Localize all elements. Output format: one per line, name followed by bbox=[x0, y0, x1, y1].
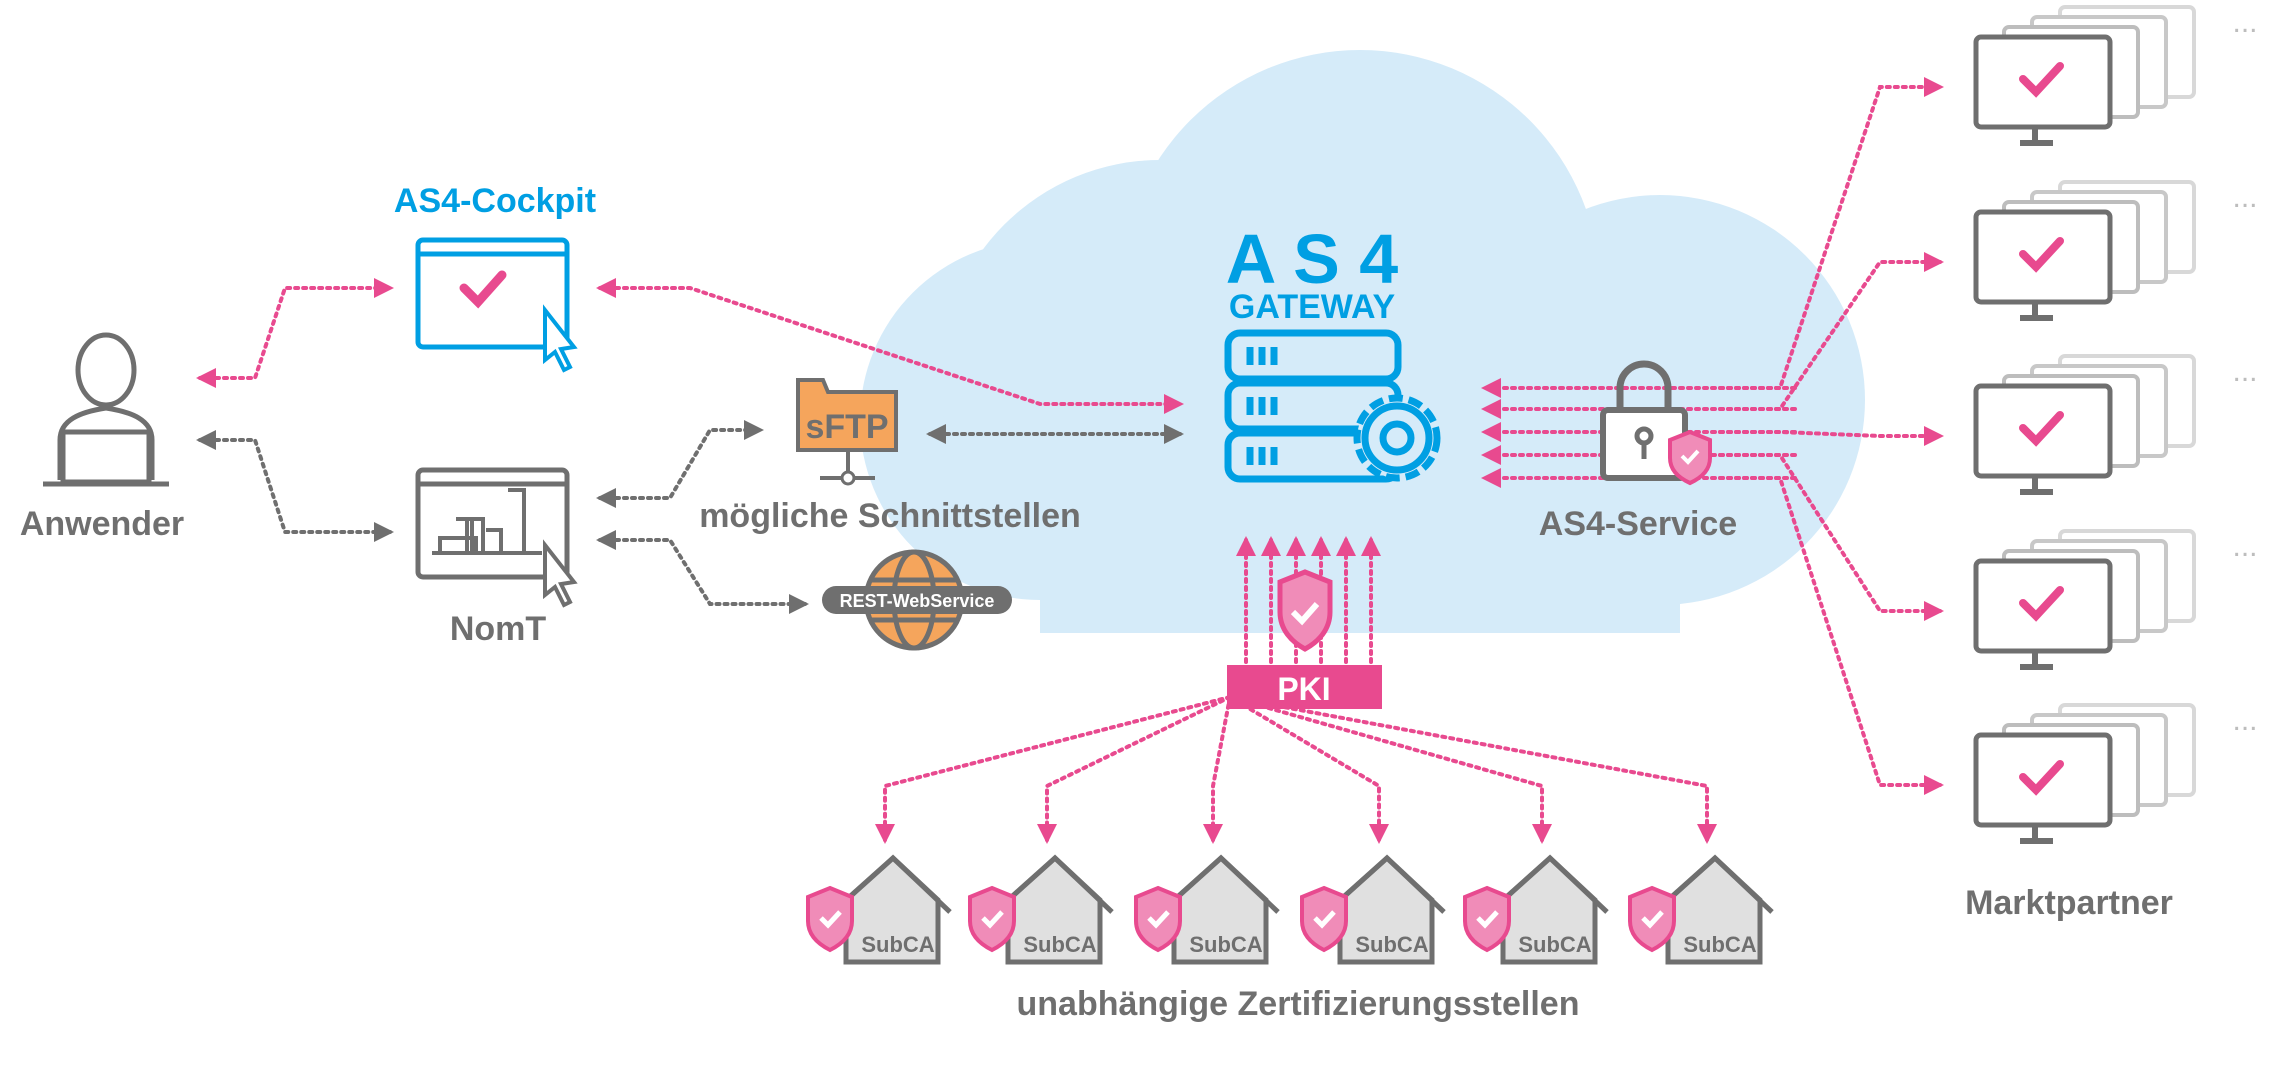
monitor-icon bbox=[1973, 383, 2113, 495]
connector-arrows bbox=[196, 77, 1944, 844]
check-icon bbox=[2019, 760, 2064, 796]
partners-label: Marktpartner bbox=[1965, 884, 2173, 922]
gateway-title: A S 4 bbox=[1226, 220, 1399, 298]
as4-gateway[interactable]: A S 4 GATEWAY bbox=[1224, 220, 1441, 483]
nomt[interactable]: NomT bbox=[415, 467, 578, 648]
arrow-pki-subca bbox=[1228, 695, 1717, 844]
cockpit-label: AS4-Cockpit bbox=[394, 182, 596, 220]
browser-chart-icon bbox=[415, 467, 578, 608]
subca-item[interactable]: SubCA bbox=[1134, 854, 1280, 965]
partner-monitor-stack[interactable]: ... bbox=[1973, 703, 2258, 844]
monitor-icon bbox=[1973, 209, 2113, 321]
sftp-label: sFTP bbox=[805, 408, 888, 446]
partner-monitor-stack[interactable]: ... bbox=[1973, 354, 2258, 495]
more-indicator: ... bbox=[2232, 530, 2257, 563]
service-label: AS4-Service bbox=[1539, 505, 1737, 543]
partner-monitor-stack[interactable]: ... bbox=[1973, 5, 2258, 146]
lock-shield-icon bbox=[1600, 360, 1712, 486]
browser-check-icon bbox=[415, 237, 578, 373]
house-icon bbox=[993, 854, 1114, 965]
pki-box bbox=[1227, 665, 1382, 709]
user-label: Anwender bbox=[20, 505, 184, 543]
subca-label: SubCA bbox=[861, 932, 934, 957]
subca-label: SubCA bbox=[1023, 932, 1096, 957]
rest-label: REST-WebService bbox=[840, 591, 995, 611]
sftp-interface[interactable]: sFTP bbox=[796, 378, 898, 486]
subca-label: SubCA bbox=[1355, 932, 1428, 957]
subca-label: SubCA bbox=[1518, 932, 1591, 957]
cloud bbox=[860, 50, 1865, 633]
subca-label: SubCA bbox=[1683, 932, 1756, 957]
partner-monitor-stack[interactable]: ... bbox=[1973, 529, 2258, 670]
gateway-subtitle: GATEWAY bbox=[1229, 288, 1396, 326]
arrow-pki-subca bbox=[875, 695, 1232, 844]
house-icon bbox=[1653, 854, 1774, 965]
arrow-nomt-sftp bbox=[596, 420, 764, 508]
check-icon bbox=[2019, 62, 2064, 98]
arrow-pki-subca bbox=[1228, 695, 1552, 844]
partner-list: ............... bbox=[1973, 5, 2258, 844]
subca-label: SubCA bbox=[1189, 932, 1262, 957]
arrow-nomt-rest bbox=[596, 530, 809, 614]
pki[interactable]: PKI bbox=[1227, 569, 1382, 709]
globe-icon bbox=[822, 549, 1012, 651]
subca-item[interactable]: SubCA bbox=[1628, 854, 1774, 965]
arrow-user-cockpit bbox=[196, 278, 394, 388]
shield-check-icon bbox=[806, 885, 854, 953]
shield-check-icon bbox=[968, 885, 1016, 953]
rest-webservice[interactable]: REST-WebService bbox=[822, 549, 1012, 651]
more-indicator: ... bbox=[2232, 6, 2257, 39]
shield-check-icon bbox=[1628, 885, 1676, 953]
partner-monitor-stack[interactable]: ... bbox=[1973, 180, 2258, 321]
check-icon bbox=[2019, 586, 2064, 622]
shield-check-icon bbox=[1300, 885, 1348, 953]
more-indicator: ... bbox=[2232, 704, 2257, 737]
as4-cockpit[interactable]: AS4-Cockpit bbox=[394, 182, 596, 373]
monitor-icon bbox=[1973, 558, 2113, 670]
nomt-label: NomT bbox=[450, 610, 547, 648]
server-gear-icon bbox=[1224, 329, 1441, 483]
arrow-pki-subca bbox=[1228, 695, 1389, 844]
subca-list: SubCA SubCA SubCA SubCA SubCA SubCA bbox=[806, 854, 1774, 965]
subca-label: unabhängige Zertifizierungsstellen bbox=[1017, 985, 1580, 1023]
arrow-service-partner bbox=[1718, 426, 1944, 446]
monitor-icon bbox=[1973, 732, 2113, 844]
pki-label: PKI bbox=[1277, 671, 1330, 707]
shield-check-icon bbox=[1134, 885, 1182, 953]
arrow-cockpit-gateway bbox=[596, 278, 1184, 414]
arrow-pki-subca bbox=[1203, 695, 1232, 844]
shield-check-icon bbox=[1277, 569, 1333, 652]
arrow-service-partner bbox=[1718, 476, 1944, 795]
more-indicator: ... bbox=[2232, 181, 2257, 214]
more-indicator: ... bbox=[2232, 355, 2257, 388]
arrow-service-partner bbox=[1718, 453, 1944, 621]
as4-service[interactable]: AS4-Service bbox=[1539, 360, 1737, 543]
check-icon bbox=[2019, 411, 2064, 447]
monitor-icon bbox=[1973, 34, 2113, 146]
arrow-service-partner bbox=[1718, 252, 1944, 411]
subca-item[interactable]: SubCA bbox=[1463, 854, 1609, 965]
subca-item[interactable]: SubCA bbox=[1300, 854, 1446, 965]
folder-network-icon bbox=[796, 378, 898, 486]
check-icon bbox=[2019, 237, 2064, 273]
subca-item[interactable]: SubCA bbox=[968, 854, 1114, 965]
arrow-pki-subca bbox=[1037, 695, 1232, 844]
user-laptop-icon bbox=[43, 332, 169, 487]
subca-item[interactable]: SubCA bbox=[806, 854, 952, 965]
arrow-service-partner bbox=[1718, 77, 1944, 390]
interfaces-label: mögliche Schnittstellen bbox=[699, 497, 1081, 535]
user[interactable]: Anwender bbox=[20, 332, 184, 543]
arrow-user-nomt bbox=[196, 430, 394, 542]
shield-check-icon bbox=[1463, 885, 1511, 953]
